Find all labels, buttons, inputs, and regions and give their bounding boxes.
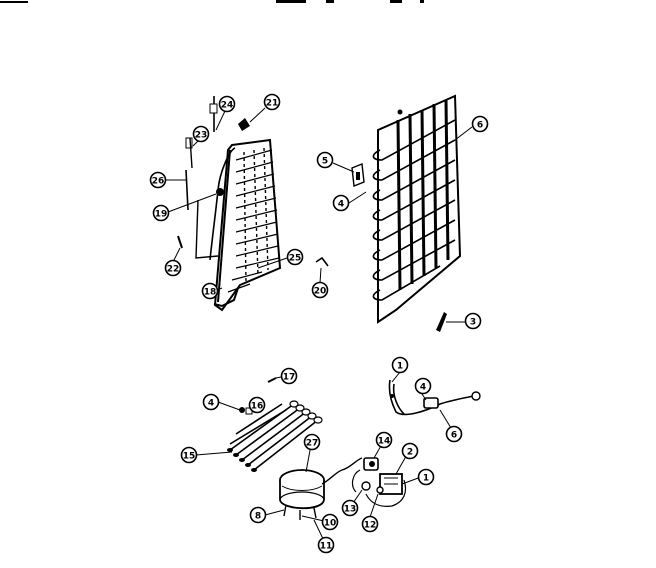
svg-text:6: 6 xyxy=(477,121,483,131)
callout-3: 3 xyxy=(464,312,482,330)
svg-text:2: 2 xyxy=(407,448,413,458)
svg-text:25: 25 xyxy=(289,254,302,264)
callout-16: 16 xyxy=(248,396,266,414)
svg-text:18: 18 xyxy=(204,288,217,298)
callout-1-cord: 1 xyxy=(391,356,409,374)
condenser-coils xyxy=(372,119,456,301)
callout-24: 24 xyxy=(218,95,236,113)
callout-6-condenser: 6 xyxy=(471,115,489,133)
svg-text:4: 4 xyxy=(338,200,344,210)
callout-11: 11 xyxy=(317,536,335,554)
svg-text:20: 20 xyxy=(314,287,327,297)
callout-25: 25 xyxy=(286,248,304,266)
condenser-assembly xyxy=(351,94,462,332)
svg-text:21: 21 xyxy=(266,99,279,109)
callout-14: 14 xyxy=(375,431,393,449)
svg-text:4: 4 xyxy=(420,383,426,393)
svg-text:1: 1 xyxy=(397,362,403,372)
callout-15: 15 xyxy=(180,446,198,464)
evaporator-fins xyxy=(227,149,280,293)
svg-text:5: 5 xyxy=(322,157,328,167)
svg-text:4: 4 xyxy=(208,399,214,409)
svg-text:1: 1 xyxy=(423,474,429,484)
svg-text:19: 19 xyxy=(155,210,168,220)
svg-text:27: 27 xyxy=(306,439,319,449)
callout-22: 22 xyxy=(164,259,182,277)
callout-5: 5 xyxy=(316,151,334,169)
compressor xyxy=(279,457,407,520)
callout-8: 8 xyxy=(249,506,267,524)
svg-text:23: 23 xyxy=(195,131,208,141)
svg-text:10: 10 xyxy=(324,519,337,529)
callout-12: 12 xyxy=(361,515,379,533)
svg-text:16: 16 xyxy=(251,402,264,412)
callout-6-cord: 6 xyxy=(445,425,463,443)
callout-21: 21 xyxy=(263,93,281,111)
evaporator-tubes xyxy=(243,147,269,283)
svg-text:26: 26 xyxy=(152,177,165,187)
svg-text:11: 11 xyxy=(320,542,333,552)
callout-20: 20 xyxy=(311,281,329,299)
callout-23: 23 xyxy=(192,125,210,143)
condenser-wire-rods xyxy=(396,99,450,291)
callout-4-condenser: 4 xyxy=(332,194,350,212)
svg-text:24: 24 xyxy=(221,101,234,111)
svg-text:14: 14 xyxy=(378,437,391,447)
callout-4-tube: 4 xyxy=(202,393,220,411)
callout-2: 2 xyxy=(401,442,419,460)
callout-1-relay: 1 xyxy=(417,468,435,486)
svg-text:6: 6 xyxy=(451,431,457,441)
clip-21 xyxy=(238,118,250,131)
svg-text:15: 15 xyxy=(183,452,196,462)
callout-17-tube: 17 xyxy=(280,367,298,385)
svg-text:8: 8 xyxy=(255,512,261,522)
callout-10: 10 xyxy=(321,513,339,531)
svg-text:13: 13 xyxy=(344,505,357,515)
callout-4-cord: 4 xyxy=(414,377,432,395)
callout-18: 18 xyxy=(201,282,219,300)
callout-27: 27 xyxy=(303,433,321,451)
evaporator-assembly xyxy=(177,96,329,312)
callout-26: 26 xyxy=(149,171,167,189)
svg-text:3: 3 xyxy=(470,318,476,328)
callout-19: 19 xyxy=(152,204,170,222)
header-marks xyxy=(0,0,424,3)
callout-13: 13 xyxy=(341,499,359,517)
svg-text:12: 12 xyxy=(364,521,377,531)
svg-text:17: 17 xyxy=(283,373,296,383)
power-cord-assembly xyxy=(388,379,481,416)
svg-text:22: 22 xyxy=(167,265,180,275)
hot-gas-tube-assembly xyxy=(227,377,323,472)
